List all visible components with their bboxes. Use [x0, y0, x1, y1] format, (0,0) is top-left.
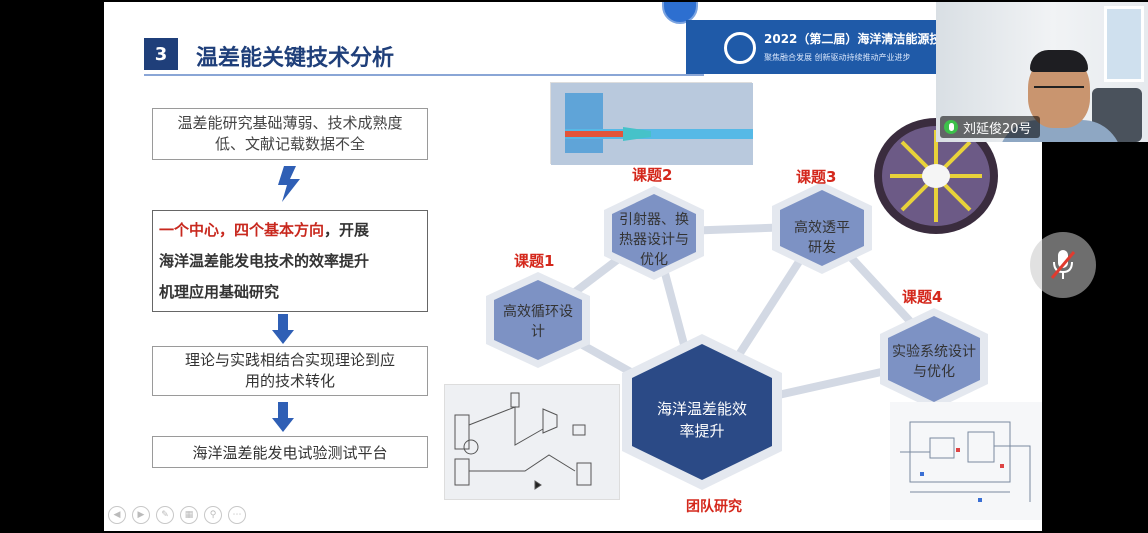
team-research-label: 团队研究	[686, 499, 742, 515]
slide-title: 温差能关键技术分析	[196, 46, 395, 71]
problem-text: 温差能研究基础薄弱、技术成熟度低、文献记载数据不全	[177, 114, 403, 153]
topic2-text: 引射器、换热器设计与优化	[619, 212, 689, 268]
theory-practice-box: 理论与实践相结合实现理论到应用的技术转化	[152, 346, 428, 396]
participant-name-tag: 刘延俊20号	[940, 116, 1040, 138]
participant-name: 刘延俊20号	[963, 121, 1032, 137]
participant-video-tile[interactable]: 刘延俊20号	[936, 2, 1148, 142]
lightning-icon	[278, 166, 300, 202]
core-idea-text: 一个中心，四个基本方向，开展 海洋温差能发电技术的效率提升 机理应用基础研究	[159, 215, 369, 308]
center-hex-inner	[632, 344, 772, 480]
slide-playback-controls: ◀ ▶ ✎ ▦ ⚲ ⋯	[108, 506, 246, 524]
participant-hair	[1030, 50, 1088, 72]
simulation-graphic	[551, 83, 755, 165]
slides-grid-icon[interactable]: ▦	[180, 506, 198, 524]
test-platform-text: 海洋温差能发电试验测试平台	[192, 443, 388, 462]
core-idea-highlight: 一个中心，四个基本方向	[159, 220, 325, 239]
test-platform-box: 海洋温差能发电试验测试平台	[152, 436, 428, 468]
cycle-schematic-graphic	[454, 392, 592, 490]
mic-active-icon	[944, 120, 958, 134]
pen-tool-icon[interactable]: ✎	[156, 506, 174, 524]
banner-subtitle: 聚焦融合发展 创新驱动持续推动产业进步	[764, 53, 911, 62]
core-idea-line3: 机理应用基础研究	[159, 282, 280, 301]
title-underline	[144, 74, 704, 76]
turbine-rotor-image	[874, 118, 998, 234]
topic4-text: 实验系统设计与优化	[892, 344, 976, 380]
topic3-label: 课题3	[796, 168, 837, 186]
core-idea-line2: 海洋温差能发电技术的效率提升	[159, 251, 370, 270]
conference-logo-icon	[724, 32, 756, 64]
section-number-badge: 3	[144, 38, 178, 70]
cycle-schematic-image	[444, 384, 620, 500]
video-window-frame	[1104, 6, 1144, 82]
center-hex-text: 海洋温差能效率提升	[656, 400, 747, 440]
research-hex-network	[486, 182, 988, 490]
banner-title: 2022（第二届）海洋清洁能源技术	[764, 32, 954, 46]
more-options-icon[interactable]: ⋯	[228, 506, 246, 524]
down-arrow-icon	[272, 402, 294, 432]
zoom-icon[interactable]: ⚲	[204, 506, 222, 524]
experiment-system-schematic-image	[890, 402, 1042, 520]
topic1-text: 高效循环设计	[503, 304, 573, 340]
ejector-simulation-image	[550, 82, 755, 165]
theory-practice-text: 理论与实践相结合实现理论到应用的技术转化	[185, 351, 396, 390]
mute-microphone-button[interactable]	[1030, 232, 1096, 298]
problem-box: 温差能研究基础薄弱、技术成熟度低、文献记载数据不全	[152, 108, 428, 160]
previous-slide-icon[interactable]: ◀	[108, 506, 126, 524]
participant-glasses	[1034, 86, 1084, 96]
down-arrow-icon	[272, 314, 294, 344]
topic1-label: 课题1	[514, 252, 555, 270]
core-idea-box: 一个中心，四个基本方向，开展 海洋温差能发电技术的效率提升 机理应用基础研究	[152, 210, 428, 312]
shared-slide: 3 温差能关键技术分析 2022（第二届）海洋清洁能源技术 聚焦融合发展 创新驱…	[104, 2, 1042, 531]
topic4-label: 课题4	[902, 288, 943, 306]
experiment-schematic-graphic	[900, 421, 1031, 502]
core-idea-line1: ，开展	[324, 220, 370, 239]
topic2-label: 课题2	[632, 166, 673, 184]
next-slide-icon[interactable]: ▶	[132, 506, 150, 524]
topic3-text: 高效透平研发	[794, 220, 850, 256]
mic-muted-icon	[1050, 250, 1076, 279]
